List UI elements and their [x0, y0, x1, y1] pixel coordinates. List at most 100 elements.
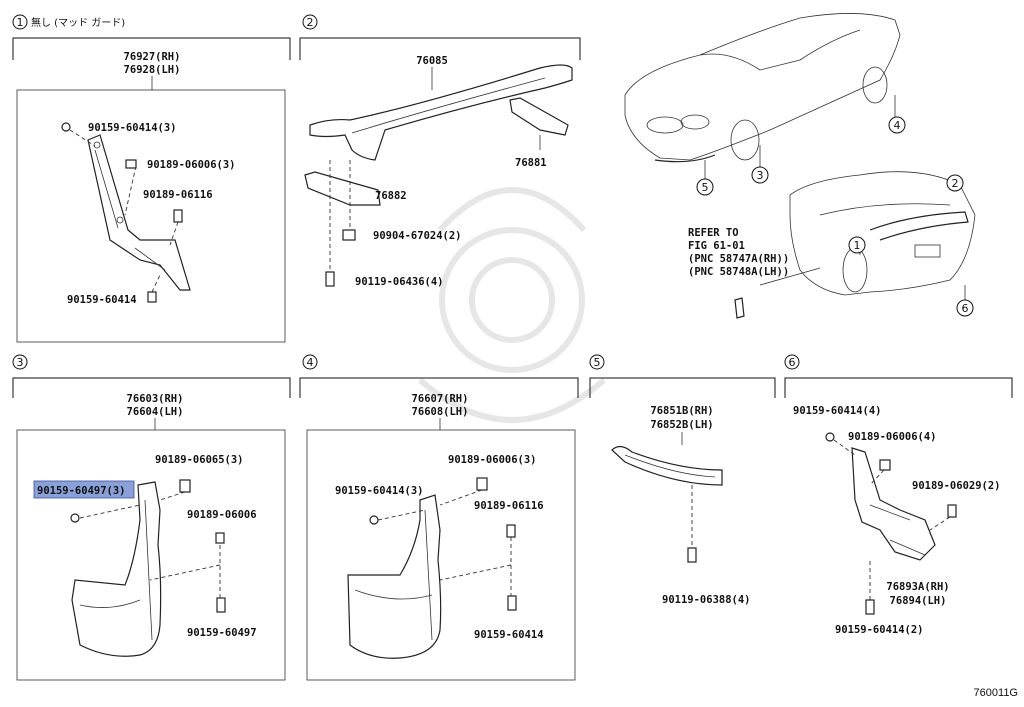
s5-extension-strip — [611, 445, 723, 486]
s1-clip-icon — [125, 159, 137, 169]
s6-part-4: 90159-60414(2) — [835, 624, 924, 636]
s4-part-number-lh: 76608(LH) — [412, 406, 469, 418]
section-1-heading: 無し (マッド ガード) — [31, 16, 125, 29]
s3-part-number-rh: 76603(RH) — [127, 393, 184, 405]
s3-frame — [16, 429, 286, 681]
refer-note: REFER TO FIG 61-01 (PNC 58747A(RH)) (PNC… — [688, 227, 821, 286]
s1-part-number-lh: 76928(LH) — [124, 64, 181, 76]
s3-part-1: 90189-06065(3) — [155, 454, 244, 466]
svg-text:(PNC 58747A(RH)): (PNC 58747A(RH)) — [688, 253, 789, 265]
s2-rear-spoiler — [309, 64, 573, 161]
s1-part-2: 90189-06006(3) — [147, 159, 236, 171]
callout-2: 2 — [946, 174, 964, 192]
s1-mudguard-bracket — [87, 134, 191, 291]
svg-text:5: 5 — [702, 181, 709, 194]
s3-clip-icon-2 — [215, 532, 225, 544]
s3-part-2-highlighted: 90159-60497(3) — [37, 485, 126, 497]
s5-bolt-icon — [687, 547, 697, 563]
s4-part-4: 90159-60414 — [474, 629, 544, 641]
svg-text:1: 1 — [854, 239, 861, 252]
s3-part-3: 90189-06006 — [187, 509, 257, 521]
svg-text:6: 6 — [789, 356, 796, 369]
s3-part-number-lh: 76604(LH) — [127, 406, 184, 418]
s3-mudguard — [71, 481, 162, 657]
s3-screw-icon — [70, 513, 80, 523]
s1-part-1: 90159-60414(3) — [88, 122, 177, 134]
section-4-header: 4 — [299, 354, 579, 398]
diagram-code: 760011G — [974, 687, 1018, 699]
section-4: 76607(RH) 76608(LH) 90189-06006(3) 90159… — [306, 393, 576, 681]
section-1: 76927(RH) 76928(LH) 90159-60414(3) 90189… — [16, 51, 286, 343]
s1-frame — [16, 89, 286, 343]
s2-nut-icon — [342, 229, 356, 241]
svg-text:2: 2 — [952, 177, 959, 190]
s3-highlight-box — [33, 480, 135, 499]
s6-screw-icon — [825, 432, 835, 442]
s1-part-number-rh: 76927(RH) — [124, 51, 181, 63]
svg-text:6: 6 — [962, 302, 969, 315]
s6-part-number-lh: 76894(LH) — [890, 595, 947, 607]
s4-part-1: 90189-06006(3) — [448, 454, 537, 466]
section-2: 76085 76881 76882 90904-67024(2) 90119-0… — [304, 55, 573, 288]
s6-clip-icon-2 — [947, 504, 957, 518]
s6-part-2: 90189-06006(4) — [848, 431, 937, 443]
svg-text:2: 2 — [307, 16, 314, 29]
s6-screw-icon-2 — [865, 599, 875, 615]
s6-part-number-rh: 76893A(RH) — [886, 581, 949, 593]
s4-part-2: 90159-60414(3) — [335, 485, 424, 497]
s1-part-4: 90159-60414 — [67, 294, 137, 306]
section-3: 76603(RH) 76604(LH) 90159-60497(3) 90189… — [16, 393, 286, 681]
callout-markers: 4 3 5 2 1 6 — [696, 95, 974, 317]
svg-text:3: 3 — [17, 356, 24, 369]
section-5: 76851B(RH) 76852B(LH) 90119-06388(4) — [611, 405, 751, 606]
s2-part-4: 90119-06436(4) — [355, 276, 444, 288]
callout-6: 6 — [956, 299, 974, 317]
s4-screw-icon — [369, 515, 379, 525]
callout-1: 1 — [848, 236, 866, 254]
section-1-header: 1 無し (マッド ガード) — [12, 14, 291, 60]
svg-text:4: 4 — [307, 356, 314, 369]
s1-screw-icon — [61, 122, 71, 132]
section-3-header: 3 — [12, 354, 291, 398]
svg-text:5: 5 — [594, 356, 601, 369]
s4-clip-icon-2 — [506, 524, 516, 538]
s5-part-number-lh: 76852B(LH) — [650, 419, 713, 431]
s4-part-number-rh: 76607(RH) — [412, 393, 469, 405]
callout-4: 4 — [888, 116, 906, 134]
s2-stay-76881 — [509, 97, 569, 136]
s4-mudguard — [347, 494, 442, 659]
s1-clip-icon-2 — [173, 209, 183, 223]
s2-bolt-icon — [325, 271, 335, 287]
car-overview-rear — [734, 171, 976, 319]
s6-bracket — [851, 447, 936, 561]
watermark-logo — [418, 187, 606, 423]
s1-part-3: 90189-06116 — [143, 189, 213, 201]
s4-frame — [306, 429, 576, 681]
s3-part-4: 90159-60497 — [187, 627, 257, 639]
s2-part-1: 76881 — [515, 157, 547, 169]
section-6: 90159-60414(4) 90189-06006(4) 90189-0602… — [793, 405, 1001, 636]
s5-part-1: 90119-06388(4) — [662, 594, 751, 606]
svg-text:REFER TO: REFER TO — [688, 227, 739, 239]
s1-screw-icon-2 — [147, 291, 157, 303]
s6-part-3: 90189-06029(2) — [912, 480, 1001, 492]
svg-text:(PNC 58748A(LH)): (PNC 58748A(LH)) — [688, 266, 789, 278]
svg-text:1: 1 — [17, 16, 24, 29]
s6-clip-icon — [879, 459, 891, 471]
section-2-header: 2 — [299, 14, 581, 60]
car-overview-front — [624, 13, 901, 163]
section-6-header: 6 — [784, 354, 1013, 398]
svg-text:4: 4 — [894, 119, 901, 132]
callout-3: 3 — [751, 166, 769, 184]
callout-5: 5 — [696, 178, 714, 196]
s2-part-3: 90904-67024(2) — [373, 230, 462, 242]
s4-screw-icon-2 — [507, 595, 517, 611]
s4-clip-icon — [476, 477, 488, 491]
s3-screw-icon-2 — [216, 597, 226, 613]
svg-text:FIG 61-01: FIG 61-01 — [688, 240, 745, 252]
s5-part-number-rh: 76851B(RH) — [650, 405, 713, 417]
s2-spoiler-part-number: 76085 — [416, 55, 448, 67]
s3-clip-icon — [179, 479, 191, 493]
section-5-header: 5 — [589, 354, 776, 398]
